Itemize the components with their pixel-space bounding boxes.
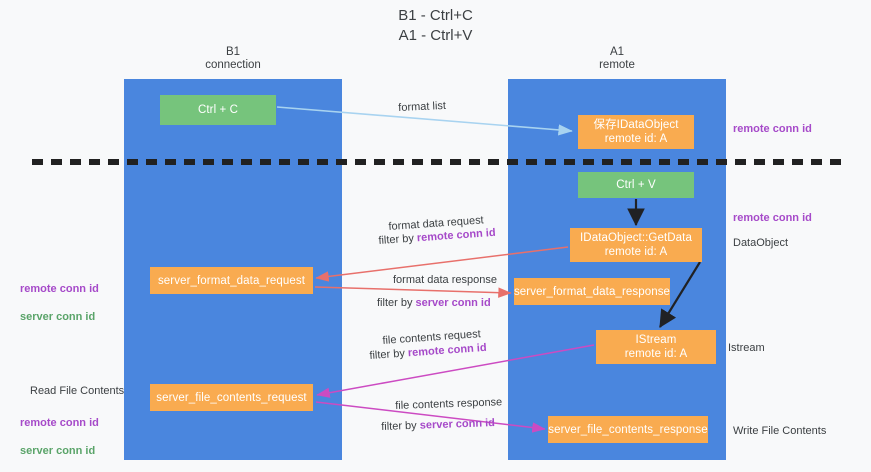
node-server-format-data-request[interactable]: server_format_data_request	[150, 267, 313, 294]
node-save-idataobject[interactable]: 保存IDataObject remote id: A	[578, 115, 694, 149]
edge-label-file-contents-response-filter: filter by server conn id	[381, 416, 495, 434]
node-ctrl-c[interactable]: Ctrl + C	[160, 95, 276, 125]
filter-key-remote-conn-id: remote conn id	[416, 226, 496, 245]
filter-prefix: filter by	[377, 297, 416, 309]
annotation-left-server-conn-id: server conn id	[20, 311, 96, 323]
annotation-right-remote-conn-id-top: remote conn id	[733, 123, 812, 135]
annotation-left-remote-conn-id: remote conn id	[20, 283, 99, 295]
filter-key-server-conn-id: server conn id	[415, 297, 491, 309]
annotation-left-read-file-contents: Read File Contents	[30, 385, 125, 397]
annotation-right-write-file-contents: Write File Contents	[733, 425, 827, 437]
annotation-right-remote-conn-id-mid: remote conn id	[733, 212, 812, 224]
edge-label-format-data-response-filter: filter by server conn id	[377, 296, 491, 310]
annotation-left-conn-ids-2: remote conn id server conn id	[20, 402, 99, 472]
filter-key-server-conn-id: server conn id	[419, 417, 496, 432]
edge-label-file-contents-response: file contents response	[395, 396, 503, 412]
node-ctrl-v[interactable]: Ctrl + V	[578, 172, 694, 198]
annotation-left-server-conn-id-2: server conn id	[20, 445, 96, 457]
annotation-right-dataobject: DataObject	[733, 237, 789, 249]
node-istream[interactable]: IStream remote id: A	[596, 330, 716, 364]
node-idataobject-getdata[interactable]: IDataObject::GetData remote id: A	[570, 228, 702, 262]
filter-prefix: filter by	[378, 232, 418, 247]
annotation-right-istream: Istream	[728, 342, 765, 354]
annotation-left-conn-ids: remote conn id server conn id	[20, 268, 99, 338]
annotation-left-remote-conn-id-2: remote conn id	[20, 417, 99, 429]
node-server-file-contents-response[interactable]: server_file_contents_response	[548, 416, 708, 443]
filter-prefix: filter by	[381, 419, 420, 433]
edge-label-format-list: format list	[398, 99, 447, 114]
edge-label-format-data-response: format data response	[393, 274, 497, 286]
edge-format-data-response	[314, 286, 512, 298]
filter-prefix: filter by	[369, 347, 409, 362]
node-server-file-contents-request[interactable]: server_file_contents_request	[150, 384, 313, 411]
node-server-format-data-response[interactable]: server_format_data_response	[514, 278, 670, 305]
filter-key-remote-conn-id: remote conn id	[407, 341, 487, 360]
column-header-a1: A1 remote	[599, 46, 635, 71]
diagram-title: B1 - Ctrl+C A1 - Ctrl+V	[398, 7, 473, 44]
column-header-b1: B1 connection	[205, 46, 261, 71]
phase-divider	[32, 159, 844, 165]
